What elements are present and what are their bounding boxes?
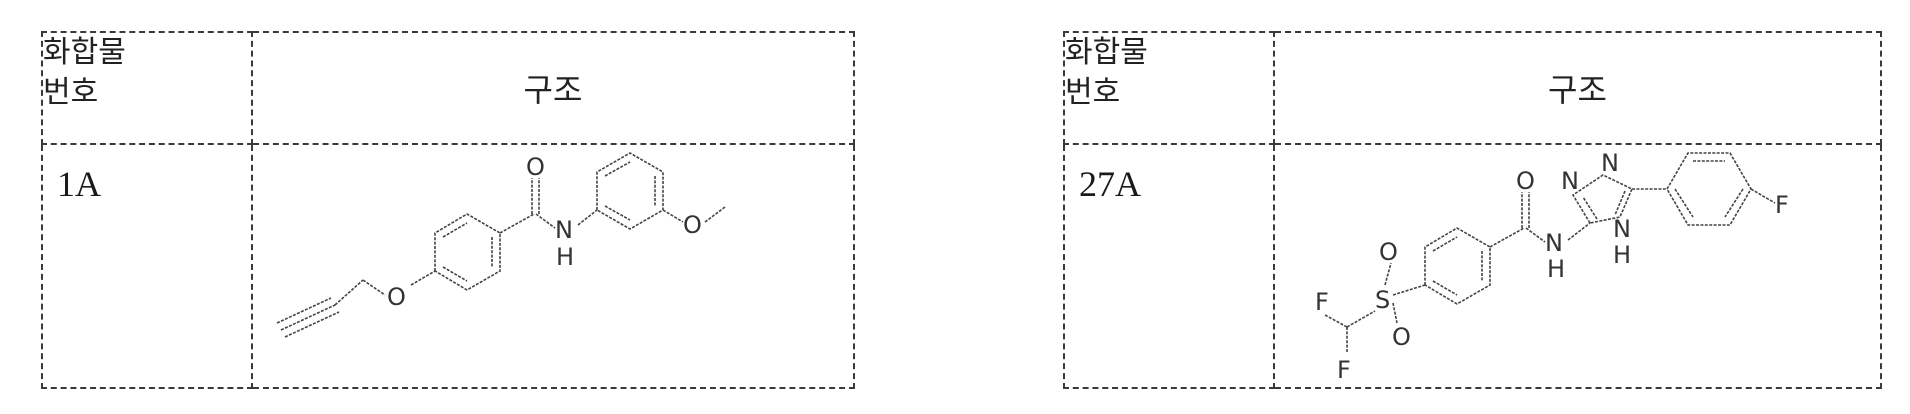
chemical-structure-27a: F F S O O O N H N N N H F bbox=[1275, 145, 1880, 385]
header-compound-number-line2: 번호 bbox=[43, 73, 251, 113]
atom-n1: N bbox=[1561, 167, 1579, 195]
atom-n2: N bbox=[1601, 149, 1619, 177]
structure-cell: F F S O O O N H N N N H F bbox=[1274, 144, 1881, 388]
header-compound-number: 화합물 번호 bbox=[1064, 32, 1274, 144]
header-structure: 구조 bbox=[252, 32, 854, 144]
atom-o-sulfonyl-1: O bbox=[1379, 238, 1398, 266]
atom-f2: F bbox=[1337, 356, 1351, 384]
atom-h4: H bbox=[1613, 241, 1631, 269]
atom-o-sulfonyl-2: O bbox=[1392, 323, 1411, 351]
chemical-structure-1a: O O N H O bbox=[253, 145, 853, 385]
atom-o-methoxy: O bbox=[683, 211, 702, 239]
atom-h-amide: H bbox=[556, 243, 574, 271]
atom-h-amide: H bbox=[1547, 255, 1565, 283]
atom-s: S bbox=[1375, 286, 1390, 314]
atom-f1: F bbox=[1315, 288, 1329, 316]
compound-id-cell: 1A bbox=[42, 144, 252, 388]
header-compound-number-line2: 번호 bbox=[1065, 73, 1273, 113]
compound-id: 1A bbox=[43, 145, 251, 205]
atom-n-amide: N bbox=[1545, 229, 1563, 257]
structure-cell: O O N H O bbox=[252, 144, 854, 388]
header-structure: 구조 bbox=[1274, 32, 1881, 144]
atom-o-carbonyl: O bbox=[526, 153, 545, 181]
compound-table-1: 화합물 번호 구조 1A bbox=[41, 31, 855, 389]
compound-id-cell: 27A bbox=[1064, 144, 1274, 388]
compound-id: 27A bbox=[1065, 145, 1273, 205]
header-compound-number-line1: 화합물 bbox=[43, 33, 251, 73]
atom-o-ether: O bbox=[387, 283, 406, 311]
atom-o-carbonyl: O bbox=[1516, 167, 1535, 195]
atom-f-aryl: F bbox=[1775, 191, 1789, 219]
compound-table-2: 화합물 번호 구조 27A bbox=[1063, 31, 1882, 389]
header-compound-number-line1: 화합물 bbox=[1065, 33, 1273, 73]
header-compound-number: 화합물 번호 bbox=[42, 32, 252, 144]
atom-n-amide: N bbox=[555, 216, 573, 244]
atom-n4: N bbox=[1613, 215, 1631, 243]
